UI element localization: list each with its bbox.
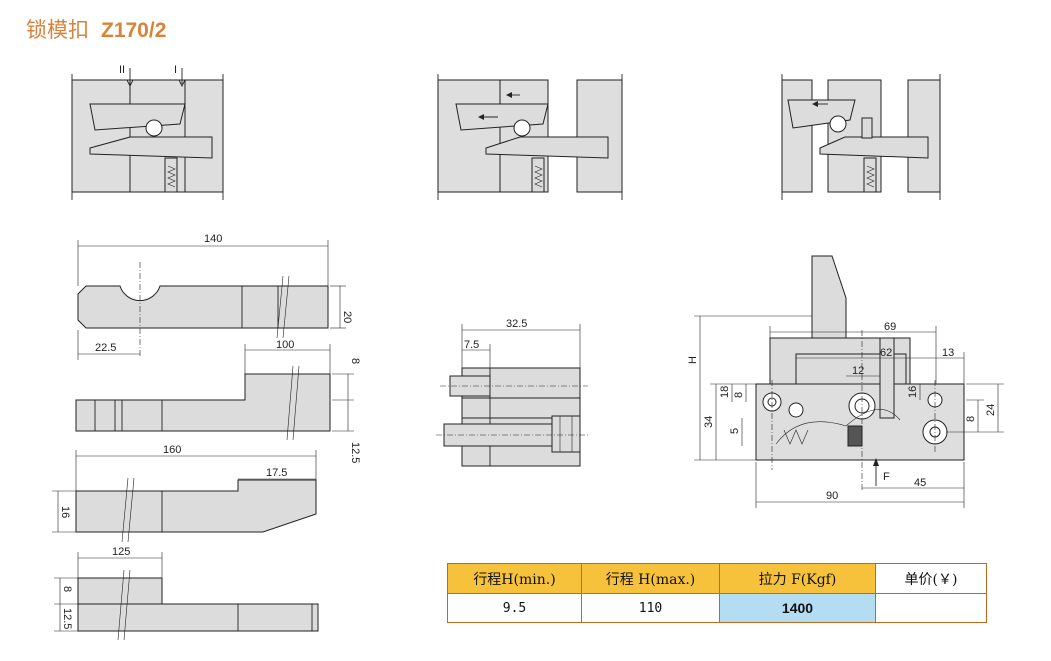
force-arrow-icon [873, 458, 879, 466]
spring-icon [783, 429, 809, 445]
roller-pin [829, 115, 847, 133]
dim-69: 69 [884, 321, 896, 333]
bar-body [75, 479, 317, 533]
mold-plate-right [576, 79, 623, 193]
header-pull-force: 拉力 F(Kgf) [719, 563, 876, 594]
dim-160: 160 [163, 444, 181, 456]
mold-plate-left [437, 79, 501, 193]
dim-16: 16 [59, 506, 71, 518]
dim-12: 12 [852, 365, 864, 377]
dim-45: 45 [914, 477, 926, 489]
dim-8-small: 8 [61, 586, 73, 592]
latch-hook [861, 117, 873, 139]
arrow-left-icon [812, 101, 818, 107]
spring-icon [534, 165, 543, 188]
dim-22-5: 22.5 [95, 342, 116, 354]
dim-7-5: 7.5 [464, 339, 479, 351]
pin-hole [788, 402, 804, 418]
dim-62: 62 [880, 347, 892, 359]
dim-F: F [883, 471, 890, 483]
dim-H: H [687, 356, 699, 364]
dim-13: 13 [942, 347, 954, 359]
mechanism-view-opening [437, 74, 623, 200]
dim-100: 100 [276, 339, 294, 351]
spring-pocket [531, 157, 545, 193]
latch-bar-lower [819, 136, 929, 159]
bar-body [77, 577, 319, 632]
dim-125: 125 [112, 546, 130, 558]
title-chinese: 锁模扣 [26, 18, 89, 42]
latch-bar-lower [485, 136, 609, 159]
section-label-ii: II [119, 64, 125, 76]
roller-pin [513, 119, 531, 137]
latch-bar-lower [89, 136, 213, 159]
dim-5: 5 [729, 428, 741, 434]
spec-table-header-row: 行程H(min.) 行程 H(max.) 拉力 F(Kgf) 单价(￥) [447, 563, 987, 594]
spec-table-row: 9.5 110 1400 [447, 593, 987, 623]
cell-pull-force: 1400 [719, 593, 876, 623]
title-model-number: Z170/2 [101, 19, 167, 42]
dim-8-right: 8 [965, 416, 977, 422]
mold-plate-left [71, 79, 131, 193]
mechanism-view-released [781, 74, 941, 200]
latch-bar-upper [89, 103, 186, 131]
spring-pocket [863, 157, 877, 193]
part-bar-stepped: 100 8 12.5 [75, 339, 361, 463]
dim-34: 34 [703, 416, 715, 428]
bar-body [77, 285, 329, 329]
dim-12-5-small: 12.5 [61, 608, 73, 629]
part-bar-125: 125 8 12.5 [54, 546, 319, 641]
dim-90: 90 [826, 490, 838, 502]
cell-stroke-max: 110 [581, 593, 720, 623]
mold-plate-right [184, 79, 224, 193]
arrow-left-icon [478, 114, 484, 120]
dim-16-assembly: 16 [907, 386, 919, 398]
assembly-front-view: H 34 18 8 5 69 62 13 12 16 8 24 F [687, 255, 1004, 508]
dim-32-5: 32.5 [506, 318, 527, 330]
header-stroke-min: 行程H(min.) [447, 563, 582, 594]
roller-pin [145, 119, 163, 137]
dim-24: 24 [985, 404, 997, 416]
dim-20: 20 [341, 311, 353, 323]
dim-17-5: 17.5 [266, 467, 287, 479]
cell-unit-price [875, 593, 987, 623]
arrow-left-icon [506, 92, 512, 98]
dim-18: 18 [719, 386, 731, 398]
mold-plate-right [907, 79, 941, 193]
spring-pocket [164, 157, 178, 193]
header-stroke-max: 行程 H(max.) [581, 563, 720, 594]
spec-table: 行程H(min.) 行程 H(max.) 拉力 F(Kgf) 单价(￥) 9.5… [447, 563, 987, 623]
part-guide-block: 32.5 7.5 [436, 318, 588, 467]
mechanism-view-closed: II I [71, 64, 224, 200]
part-bar-140: 140 20 22.5 [77, 233, 353, 360]
section-label-i: I [174, 64, 177, 76]
spring-icon [866, 165, 875, 188]
cell-stroke-min: 9.5 [447, 593, 582, 623]
lock-block [847, 425, 863, 447]
dim-12-5: 12.5 [349, 442, 361, 463]
dim-8-assembly: 8 [733, 392, 745, 398]
page-title: 锁模扣 Z170/2 [26, 14, 166, 46]
dim-8: 8 [349, 358, 361, 364]
mold-plate-left [781, 79, 813, 193]
header-unit-price: 单价(￥) [875, 563, 987, 594]
spring-icon [167, 165, 176, 188]
screw-head [551, 415, 581, 453]
dim-140: 140 [204, 233, 222, 245]
part-bar-160: 160 17.5 16 [52, 444, 317, 543]
